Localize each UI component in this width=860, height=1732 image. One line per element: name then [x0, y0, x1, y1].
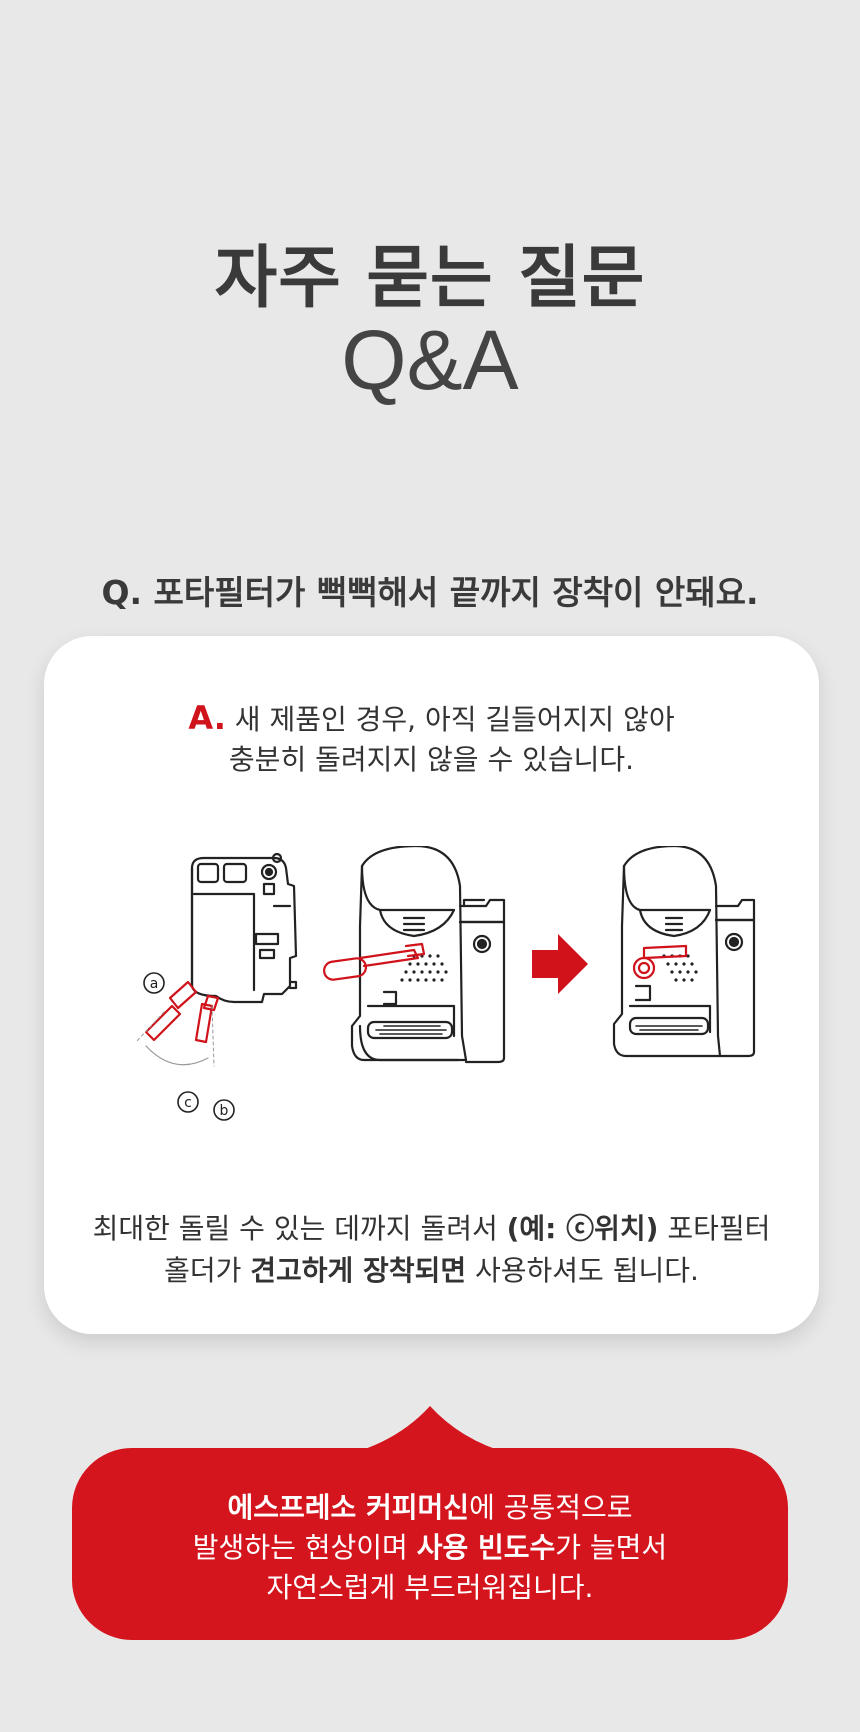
- bubble-bold-1: 에스프레소 커피머신: [227, 1491, 470, 1524]
- note-text-2: 포타필터: [658, 1212, 771, 1245]
- answer-card: A. 새 제품인 경우, 아직 길들어지지 않아 충분히 돌려지지 않을 수 있…: [44, 636, 819, 1334]
- note-text-1: 최대한 돌릴 수 있는 데까지 돌려서: [92, 1212, 507, 1245]
- note-text-3: 홀더가: [164, 1254, 251, 1287]
- bubble-text-2: 발생하는 현상이며: [192, 1531, 417, 1564]
- page-subtitle: Q&A: [341, 313, 519, 407]
- bubble-body: [72, 1448, 788, 1640]
- bubble-text: 에스프레소 커피머신에 공통적으로 발생하는 현상이며 사용 빈도수가 늘면서 …: [70, 1488, 790, 1608]
- arrow-right-icon: [532, 934, 588, 994]
- portafilter-illustration: a c b: [135, 846, 756, 1121]
- answer-line-2: 충분히 돌려지지 않을 수 있습니다.: [228, 743, 635, 776]
- note-bold-2: 견고하게 장착되면: [250, 1254, 467, 1287]
- bubble-text-4: 자연스럽게 부드러워집니다.: [266, 1571, 594, 1604]
- bubble-tail: [320, 1406, 540, 1460]
- instruction-note: 최대한 돌릴 수 있는 데까지 돌려서 (예: ⓒ위치) 포타필터 홀더가 견고…: [44, 1208, 819, 1292]
- bubble-text-1: 에 공통적으로: [469, 1491, 633, 1524]
- answer-text: A. 새 제품인 경우, 아직 길들어지지 않아 충분히 돌려지지 않을 수 있…: [44, 698, 819, 780]
- question-text: Q. 포타필터가 뻑뻑해서 끝까지 장착이 안돼요.: [101, 573, 759, 612]
- info-bubble: 에스프레소 커피머신에 공통적으로 발생하는 현상이며 사용 빈도수가 늘면서 …: [70, 1400, 790, 1640]
- bubble-text-3: 가 늘면서: [555, 1531, 668, 1564]
- note-text-4: 사용하셔도 됩니다.: [466, 1254, 699, 1287]
- machine-top-view: a c b: [135, 852, 298, 1121]
- bubble-bold-2: 사용 빈도수: [416, 1531, 556, 1564]
- machine-front-view-before: [323, 846, 506, 1064]
- page-title: 자주 묻는 질문: [214, 239, 646, 318]
- label-b: b: [220, 1103, 229, 1119]
- label-a: a: [150, 976, 159, 992]
- note-bold-1: (예: ⓒ위치): [506, 1212, 659, 1245]
- label-c: c: [184, 1095, 192, 1111]
- answer-mark: A.: [188, 699, 226, 737]
- answer-line-1: 새 제품인 경우, 아직 길들어지지 않아: [225, 703, 675, 736]
- machine-front-view-after: [612, 846, 756, 1058]
